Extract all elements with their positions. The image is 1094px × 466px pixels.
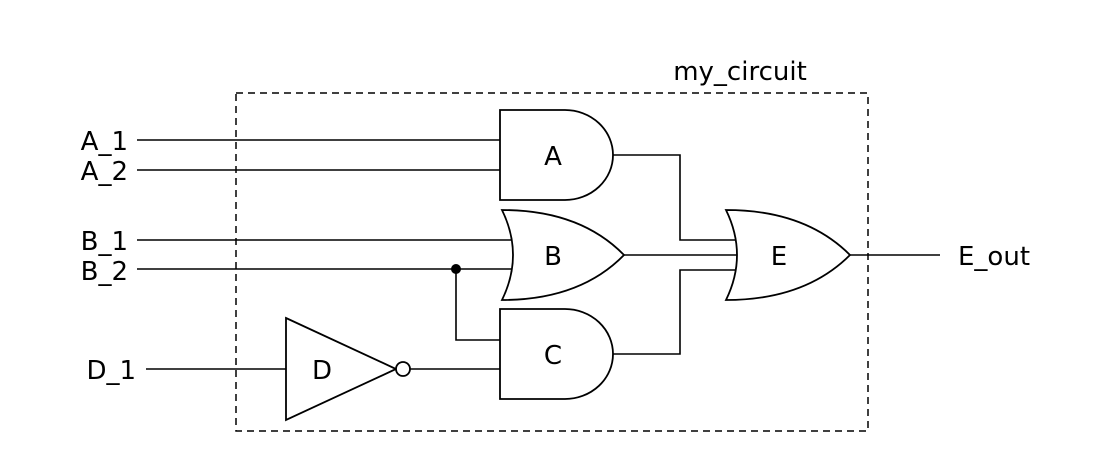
gate-a-and	[499, 109, 614, 201]
input-label-d1: D_1	[86, 356, 136, 386]
wire-c-to-e	[613, 269, 738, 355]
gate-d-label: D	[312, 356, 332, 386]
gate-c-label: C	[544, 341, 562, 371]
gate-c-and	[499, 308, 614, 400]
gate-b-or	[500, 209, 626, 301]
gate-a-label: A	[544, 142, 562, 172]
gate-b-label: B	[544, 242, 562, 272]
wire-a-to-e	[613, 154, 738, 241]
circuit-boundary-box	[235, 92, 869, 432]
gate-d-not	[285, 316, 399, 422]
input-label-a2: A_2	[81, 157, 128, 187]
gate-e-or	[724, 209, 852, 301]
output-label-e: E_out	[958, 242, 1030, 272]
input-label-b2: B_2	[81, 257, 128, 287]
circuit-title: my_circuit	[673, 57, 807, 87]
wire-b2-to-c	[455, 269, 500, 341]
input-label-b1: B_1	[81, 227, 128, 257]
gate-e-label: E	[771, 242, 787, 272]
input-label-a1: A_1	[81, 127, 128, 157]
gate-d-inversion-bubble	[395, 361, 411, 377]
